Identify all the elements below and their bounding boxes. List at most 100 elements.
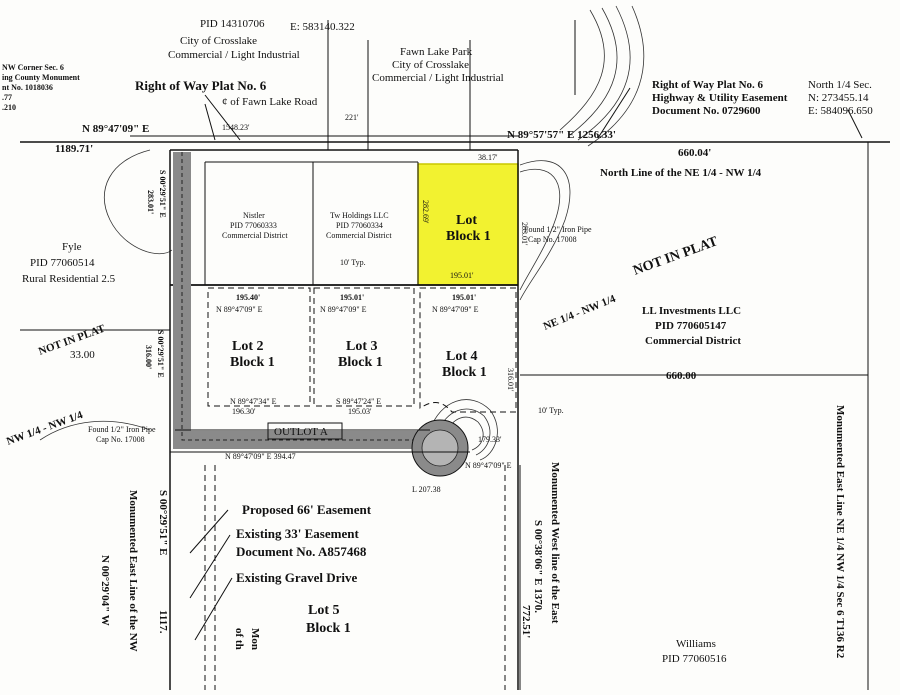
- proposed-easement: Proposed 66' Easement: [242, 502, 372, 517]
- svg-text:S 89°47'24" E: S 89°47'24" E: [336, 397, 381, 406]
- svg-text:Lot 2: Lot 2: [232, 339, 264, 354]
- svg-text:PID 77060334: PID 77060334: [336, 221, 383, 230]
- svg-text:Commercial District: Commercial District: [222, 231, 288, 240]
- svg-text:Block 1: Block 1: [338, 355, 383, 370]
- city-left: City of Crosslake: [180, 35, 257, 47]
- dist-283-left: 283.01': [146, 190, 155, 214]
- monumented-west: Monumented West line of the East: [549, 462, 561, 624]
- gravel-drive: Existing Gravel Drive: [236, 570, 358, 585]
- topo-contours-left: [39, 149, 173, 441]
- mon-partial-1: Mon: [249, 628, 261, 650]
- ten-typ-mid: 10' Typ.: [538, 406, 564, 415]
- svg-text:Block 1: Block 1: [442, 365, 487, 380]
- svg-text:Commercial District: Commercial District: [326, 231, 392, 240]
- svg-text:Highway & Utility Easement: Highway & Utility Easement: [652, 92, 788, 104]
- north-quarter-block: North 1/4 Sec. N: 273455.14 E: 584096.65…: [808, 79, 873, 117]
- outlot-label-box: [267, 422, 343, 440]
- svg-text:Right of Way Plat No. 6: Right of Way Plat No. 6: [652, 79, 764, 91]
- svg-text:N 89°47'34" E: N 89°47'34" E: [230, 397, 277, 406]
- svg-text:L 207.38: L 207.38: [412, 485, 441, 494]
- svg-text:LL Investments LLC: LL Investments LLC: [642, 305, 741, 317]
- svg-text:660.04': 660.04': [678, 147, 711, 159]
- ten-typ-top: 10' Typ.: [340, 258, 366, 267]
- svg-text:ing County Monument: ing County Monument: [2, 73, 80, 82]
- document-no: Document No. A857468: [236, 544, 367, 559]
- header-text: PID 14310706 E: 583140.322 City of Cross…: [168, 18, 504, 84]
- found-pipe-left: Found 1/2" Iron Pipe: [88, 425, 156, 434]
- nw-quarter-left: NW 1/4 - NW 1/4: [5, 409, 85, 448]
- monumented-east-ne: Monumented East Line NE 1/4 NW 1/4 Sec 6…: [834, 405, 846, 659]
- outlot-road: [170, 152, 470, 477]
- svg-text:221': 221': [345, 113, 359, 122]
- svg-text:195.01': 195.01': [452, 293, 476, 302]
- row-plat-right-block: Right of Way Plat No. 6 Highway & Utilit…: [652, 79, 788, 117]
- svg-text:195.03': 195.03': [348, 407, 372, 416]
- dist-316-left: 316.00': [144, 345, 153, 369]
- svg-text:N 89°47'09" E: N 89°47'09" E: [465, 461, 512, 470]
- ne-nw-quarter: NE 1/4 - NW 1/4: [542, 293, 618, 333]
- svg-text:N: 273455.14: N: 273455.14: [808, 92, 869, 104]
- lot-dims: 195.01' 38.17' 195.40' N 89°47'09" E N 8…: [216, 153, 498, 416]
- found-pipe-right-cap: Cap No. 17008: [528, 235, 577, 244]
- svg-text:Nistler: Nistler: [243, 211, 265, 220]
- dist-772: 772.51': [520, 605, 532, 638]
- svg-text:195.01': 195.01': [450, 271, 474, 280]
- svg-text:N 89°47'09" E: N 89°47'09" E: [216, 305, 263, 314]
- svg-text:195.01': 195.01': [340, 293, 364, 302]
- svg-text:Rural Residential 2.5: Rural Residential 2.5: [22, 273, 116, 285]
- commercial-right: Commercial / Light Industrial: [372, 72, 504, 84]
- city-right: City of Crosslake: [392, 59, 469, 71]
- svg-text:N 89°57'57" E 1256.33': N 89°57'57" E 1256.33': [507, 129, 616, 141]
- svg-text:.77: .77: [2, 93, 12, 102]
- svg-text:PID 77060333: PID 77060333: [230, 221, 277, 230]
- lower-parcel-lines: [204, 465, 521, 690]
- found-pipe-right: Found 1/2" Iron Pipe: [524, 225, 592, 234]
- found-pipe-left-cap: Cap No. 17008: [96, 435, 145, 444]
- e-coord-top: E: 583140.322: [290, 21, 355, 33]
- svg-text:660.00: 660.00: [666, 370, 697, 382]
- pid-top: PID 14310706: [200, 18, 265, 30]
- svg-text:Lot 3: Lot 3: [346, 339, 378, 354]
- svg-text:Block 1: Block 1: [446, 229, 491, 244]
- leader-lines: [189, 87, 863, 641]
- svg-text:nt No. 1018036: nt No. 1018036: [2, 83, 53, 92]
- svg-text:Fyle: Fyle: [62, 241, 82, 253]
- lot-labels: Lot Block 1 Lot 2 Block 1 Lot 3 Block 1 …: [230, 213, 491, 636]
- commercial-left: Commercial / Light Industrial: [168, 49, 300, 61]
- svg-text:Block 1: Block 1: [230, 355, 275, 370]
- svg-text:Lot: Lot: [456, 213, 477, 228]
- bearing-s-left-upper: S 00°29'51" E: [158, 170, 167, 218]
- svg-text:196.30': 196.30': [232, 407, 256, 416]
- svg-text:179.33': 179.33': [478, 435, 502, 444]
- dist-1117: 1117.: [157, 610, 169, 634]
- svg-text:N 89°47'09" E 394.47: N 89°47'09" E 394.47: [225, 452, 296, 461]
- not-in-plat-right: NOT IN PLAT: [631, 234, 720, 279]
- nw-corner-block: NW Corner Sec. 6 ing County Monument nt …: [2, 63, 80, 112]
- svg-text:PID 77060514: PID 77060514: [30, 257, 95, 269]
- svg-text:38.17': 38.17': [478, 153, 498, 162]
- svg-text:195.40': 195.40': [236, 293, 260, 302]
- svg-text:Block 1: Block 1: [306, 621, 351, 636]
- svg-text:North 1/4 Sec.: North 1/4 Sec.: [808, 79, 872, 91]
- svg-text:N 89°47'09" E: N 89°47'09" E: [320, 305, 367, 314]
- svg-text:Commercial District: Commercial District: [645, 335, 741, 347]
- svg-text:PID 77060516: PID 77060516: [662, 653, 727, 665]
- svg-text:N 89°47'09" E: N 89°47'09" E: [82, 123, 149, 135]
- lot-outlines: [207, 287, 517, 413]
- fawn-lake-park: Fawn Lake Park: [400, 46, 473, 58]
- svg-text:NW Corner Sec. 6: NW Corner Sec. 6: [2, 63, 64, 72]
- bearings-text: N 89°47'09" E N 89°57'57" E 1256.33' 118…: [55, 113, 711, 494]
- existing-easement: Existing 33' Easement: [236, 526, 359, 541]
- svg-text:Lot 4: Lot 4: [446, 349, 478, 364]
- svg-text:E: 584096.650: E: 584096.650: [808, 105, 873, 117]
- svg-text:PID 770605147: PID 770605147: [655, 320, 727, 332]
- svg-text:Document No. 0729600: Document No. 0729600: [652, 105, 761, 117]
- svg-text:.210: .210: [2, 103, 16, 112]
- lot1-right-dim: 283.01': [520, 222, 529, 246]
- boundary-lines: [20, 20, 890, 690]
- bearing-s-bottom-right: S 00°38'06" E 1370.: [532, 520, 544, 613]
- monumented-east-nw: Monumented East Line of the NW: [127, 490, 139, 652]
- outlot-label: OUTLOT A: [274, 426, 328, 438]
- svg-text:Lot 5: Lot 5: [308, 603, 340, 618]
